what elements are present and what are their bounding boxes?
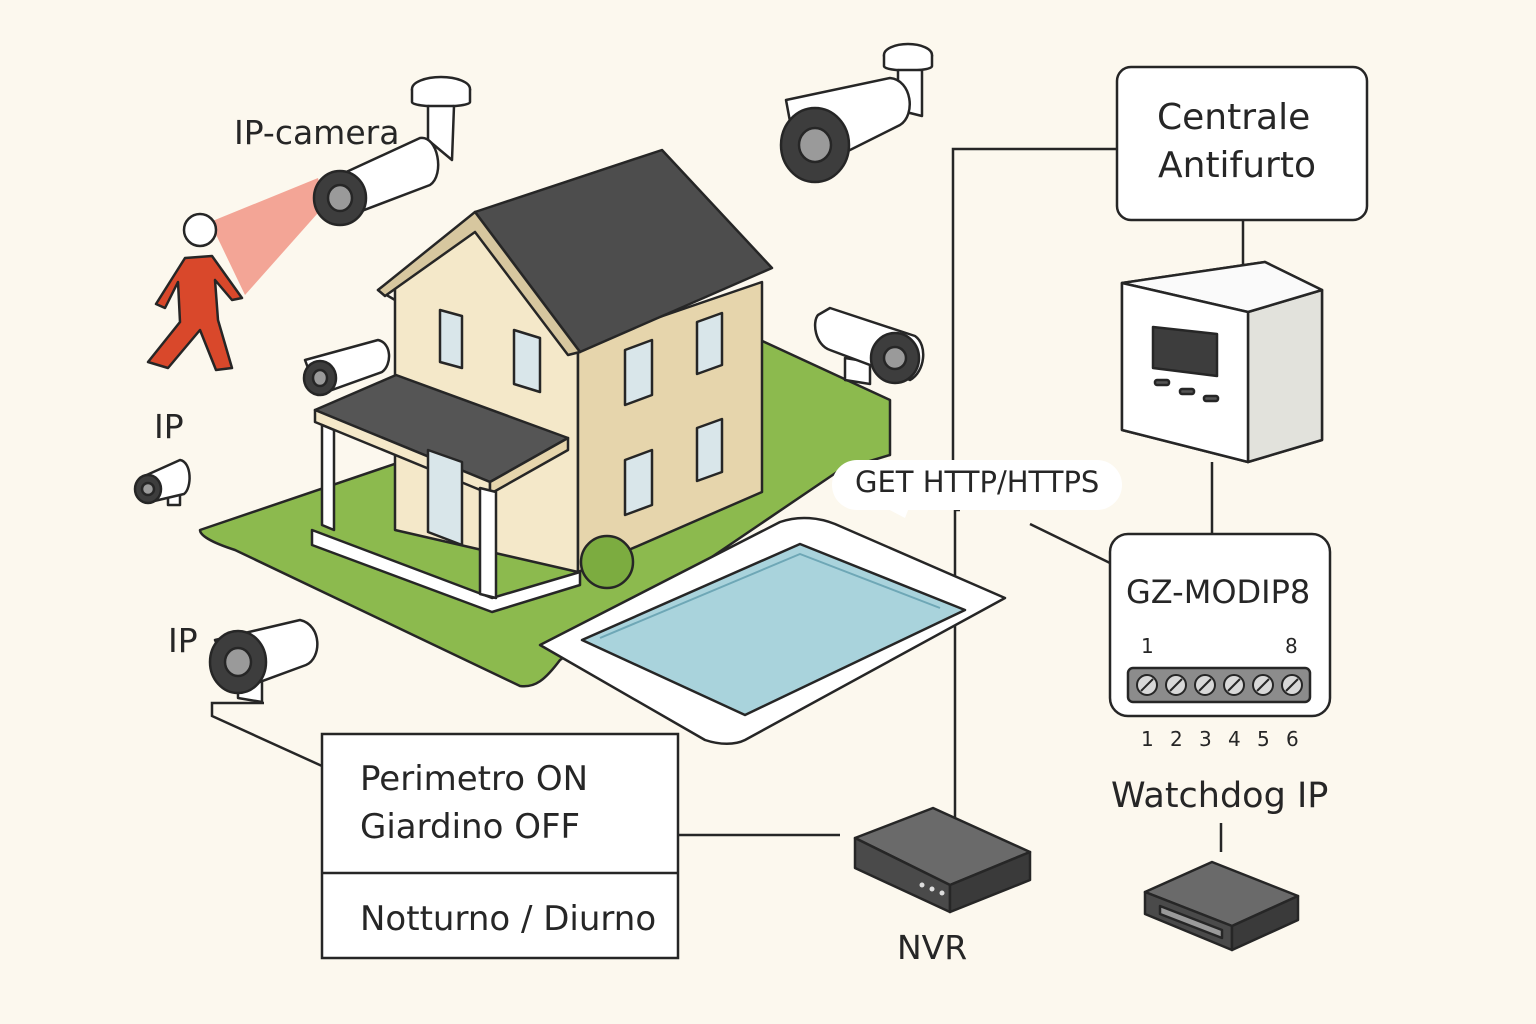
watchdog-device	[1143, 860, 1300, 952]
ip-left-label: IP	[154, 407, 184, 446]
ip-camera-label: IP-camera	[234, 113, 400, 152]
module-range-start: 1	[1141, 634, 1154, 658]
scenario-box	[320, 732, 680, 960]
ip-bottom-label: IP	[168, 621, 198, 660]
camera-bottom-left	[208, 618, 319, 704]
terminal-number: 4	[1228, 727, 1241, 751]
terminal-number: 3	[1199, 727, 1212, 751]
bush	[579, 534, 635, 590]
get-http-label: GET HTTP/HTTPS	[855, 465, 1100, 499]
line-lan-to-module	[1029, 522, 1111, 565]
centrale-line2: Antifurto	[1158, 145, 1316, 186]
camera-beam	[210, 178, 325, 295]
camera-house-wall	[302, 338, 391, 397]
scenario-line1: Perimetro ON	[360, 759, 589, 799]
terminal-number: 6	[1286, 727, 1299, 751]
camera-lawn-corner	[813, 306, 925, 386]
terminal-number: 5	[1257, 727, 1270, 751]
line-camera-to-scenario-box	[210, 701, 323, 768]
scenario-mode: Notturno / Diurno	[360, 899, 657, 939]
swimming-pool	[538, 516, 1007, 745]
scenario-line2: Giardino OFF	[360, 807, 581, 847]
module-range-end: 8	[1285, 634, 1298, 658]
intruder-figure	[146, 212, 244, 372]
module-name: GZ-MODIP8	[1126, 573, 1311, 611]
centrale-line1: Centrale	[1157, 97, 1311, 138]
nvr-label: NVR	[897, 928, 968, 967]
get-http-bubble	[832, 460, 1122, 510]
alarm-panel-device	[1120, 260, 1324, 464]
terminal-screws	[1136, 674, 1303, 696]
line-centrale-to-lan	[951, 147, 1117, 465]
terminal-number: 1	[1141, 727, 1154, 751]
centrale-antifurto-box	[1115, 65, 1369, 222]
camera-top-left	[312, 75, 472, 227]
nvr-device	[853, 806, 1032, 914]
line-lan-to-nvr	[953, 508, 960, 818]
camera-left-small	[133, 458, 191, 507]
terminal-number: 2	[1170, 727, 1183, 751]
house	[310, 148, 774, 614]
watchdog-label: Watchdog IP	[1111, 776, 1329, 816]
camera-top-center	[779, 42, 934, 184]
